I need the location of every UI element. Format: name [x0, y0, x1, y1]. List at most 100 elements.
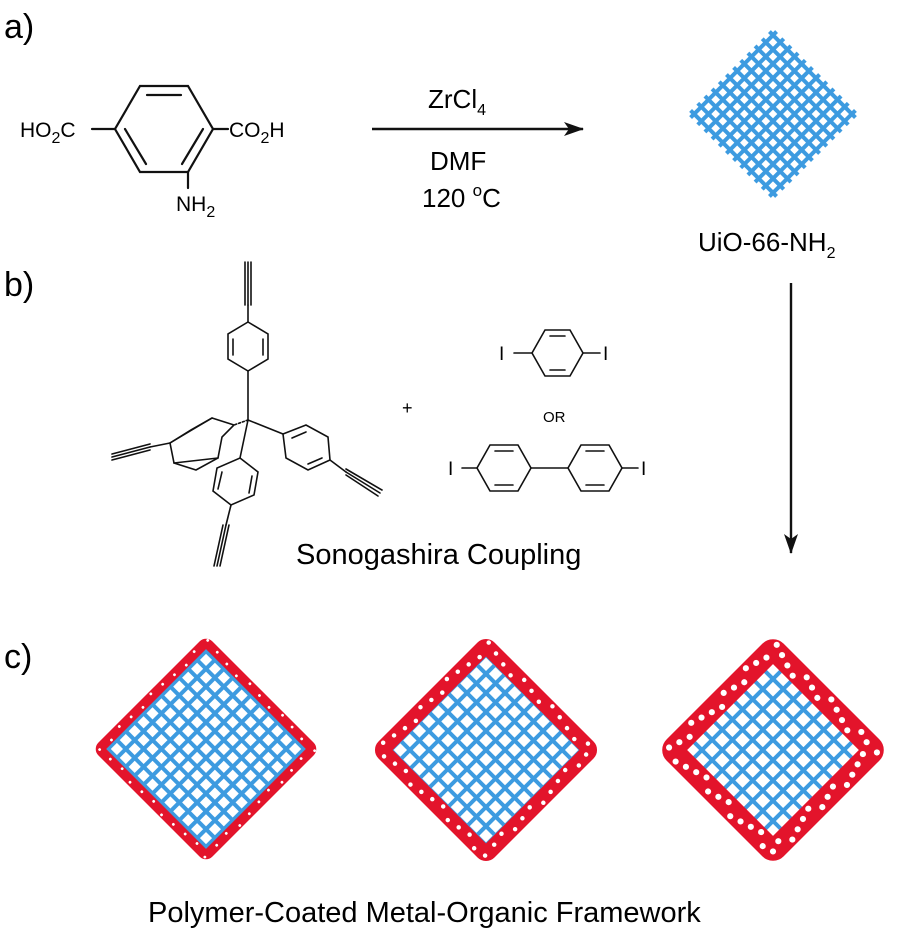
polymer-pore	[828, 696, 835, 703]
polymer-pore	[482, 853, 488, 858]
polymer-pore	[225, 662, 229, 666]
polymer-pore	[117, 725, 121, 728]
framework-strut	[470, 734, 578, 842]
framework-strut	[119, 662, 230, 773]
diiodobiphenyl-structure: I I	[448, 444, 646, 492]
panel-label-a: a)	[4, 8, 34, 46]
polymer-pore	[585, 741, 591, 746]
framework-strut	[703, 94, 793, 184]
polymer-pore	[758, 829, 765, 836]
polymer-pore	[313, 749, 317, 753]
framework-strut	[746, 672, 851, 777]
polymer-pore	[499, 831, 504, 837]
polymer-pore	[430, 796, 435, 802]
framework-strut	[689, 109, 778, 198]
polymer-pore	[195, 842, 199, 845]
polymer-pore	[108, 757, 112, 761]
polymer-pore	[184, 663, 188, 667]
polymer-pore	[290, 725, 294, 729]
polymer-pore	[444, 676, 450, 682]
polymer-pore	[550, 704, 555, 709]
polymer-coated-mof-thick	[662, 639, 884, 861]
framework-strut	[760, 101, 850, 191]
polymer-pore	[467, 832, 472, 837]
polymer-pore	[705, 788, 712, 795]
polymer-pore	[247, 812, 251, 816]
polymer-pore	[491, 842, 497, 847]
framework-strut	[191, 734, 301, 844]
polymer-pore	[290, 768, 293, 772]
polymer-pore	[160, 813, 163, 817]
framework-strut	[756, 733, 861, 838]
polymer-pore	[110, 738, 113, 742]
polymer-pore	[742, 665, 749, 672]
polymer-pore	[527, 805, 532, 810]
product-label: UiO-66-NH2	[698, 227, 836, 262]
polymer-pore	[234, 674, 238, 678]
temperature-label: 120 oC	[422, 181, 501, 213]
polymer-pore	[224, 832, 228, 835]
polymer-pore	[819, 804, 826, 811]
polymer-pore	[403, 768, 409, 774]
polymer-pore	[392, 761, 398, 766]
polymer-pore	[843, 781, 851, 789]
framework-strut	[111, 734, 221, 844]
polymer-pore	[737, 818, 744, 825]
framework-strut	[753, 44, 843, 134]
polymer-pore	[512, 826, 518, 832]
or-label: OR	[543, 409, 566, 426]
polymer-pore	[686, 733, 693, 740]
polymer-pore	[471, 846, 477, 851]
polymer-pore	[152, 799, 156, 803]
polymer-pore	[799, 815, 807, 823]
polymer-pore	[267, 705, 271, 709]
polymer-pore	[858, 728, 865, 735]
polymer-pore	[808, 684, 816, 691]
polymer-pore	[719, 703, 726, 710]
panel-label-c: c)	[4, 638, 32, 676]
polymer-pore	[391, 733, 397, 738]
polymer-pore	[769, 848, 777, 855]
framework-strut	[746, 87, 836, 177]
framework-strut	[725, 702, 831, 808]
polymer-pore	[583, 752, 589, 757]
polymer-pore	[665, 744, 673, 751]
polymer-pore	[849, 771, 856, 778]
polymer-pore	[529, 688, 534, 694]
polymer-pore	[128, 780, 132, 784]
polymer-pore	[477, 654, 482, 660]
polymer-pore	[814, 694, 821, 701]
framework-strut	[173, 671, 284, 782]
framework-strut	[200, 743, 310, 853]
framework-strut	[182, 725, 293, 836]
polymer-pore	[698, 714, 705, 721]
polymer-coating	[662, 639, 884, 861]
framework-strut	[451, 715, 559, 823]
polymer-pore	[844, 727, 851, 734]
polymer-pore	[773, 641, 780, 648]
framework-strut	[695, 672, 800, 777]
polymer-pore	[715, 793, 722, 800]
framework-strut	[685, 662, 790, 767]
polymer-pore	[562, 767, 568, 773]
framework-strut	[164, 680, 275, 791]
polymer-pore	[572, 736, 577, 742]
polymer-pore	[238, 824, 242, 827]
polymer-pore	[299, 757, 303, 760]
framework-strut	[732, 66, 821, 155]
polymer-pore	[206, 638, 210, 642]
polymer-pore	[501, 662, 506, 667]
polymer-pore	[727, 813, 734, 820]
aminoterephthalic-acid-structure: HO2C CO2H NH2	[20, 84, 285, 221]
polymer-pore	[215, 650, 219, 654]
polymer-pore	[859, 750, 866, 758]
polymer-pore	[381, 754, 387, 759]
polymer-pore	[171, 823, 175, 826]
polymer-pore	[873, 749, 881, 756]
framework-strut	[441, 705, 550, 814]
polymer-pore	[161, 682, 165, 686]
carboxylic-group-left: HO2C	[20, 119, 76, 147]
polymer-coating	[374, 638, 598, 862]
polymer-pore	[576, 763, 582, 768]
polymer-pore	[129, 715, 133, 719]
